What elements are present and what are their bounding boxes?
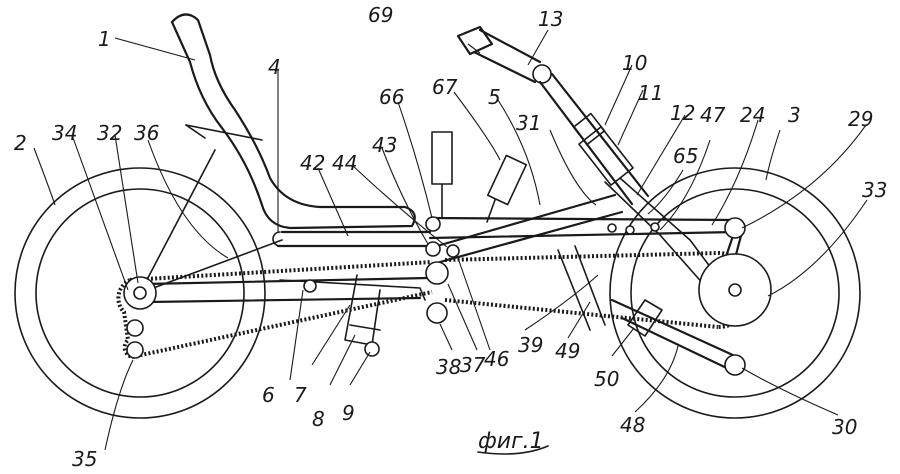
label-33: 33 [862, 178, 887, 202]
label-39: 39 [518, 333, 543, 357]
label-3: 3 [788, 103, 801, 127]
label-37: 37 [460, 353, 486, 377]
label-38: 38 [436, 355, 461, 379]
label-11: 11 [638, 81, 663, 105]
label-10: 10 [622, 51, 647, 75]
label-49: 49 [555, 339, 580, 363]
label-24: 24 [740, 103, 765, 127]
accessory-66 [431, 131, 453, 219]
label-34: 34 [52, 121, 77, 145]
label-2: 2 [14, 131, 27, 155]
label-50: 50 [594, 367, 619, 391]
label-13: 13 [538, 7, 563, 31]
label-30: 30 [832, 415, 857, 439]
label-43: 43 [372, 133, 397, 157]
handlebar [456, 25, 650, 206]
center-gears [303, 216, 660, 357]
label-9: 9 [342, 401, 355, 425]
label-42: 42 [300, 151, 325, 175]
label-5: 5 [488, 85, 501, 109]
label-69: 69 [368, 3, 393, 27]
front-wheel [609, 167, 861, 419]
sprocket-front [698, 217, 772, 376]
label-12: 12 [670, 101, 695, 125]
label-66: 66 [379, 85, 404, 109]
label-36: 36 [134, 121, 159, 145]
label-48: 48 [620, 413, 645, 437]
reference-numerals: 1 2 34 32 36 4 42 44 43 66 67 69 13 5 31… [14, 3, 887, 471]
seat [170, 13, 416, 230]
leader-lines [33, 29, 868, 451]
chain [116, 251, 757, 359]
idler-35 [126, 319, 144, 359]
rear-wheel [14, 167, 266, 419]
label-6: 6 [262, 383, 275, 407]
label-46: 46 [484, 347, 509, 371]
label-47: 47 [700, 103, 726, 127]
label-35: 35 [72, 447, 97, 471]
label-8: 8 [312, 407, 325, 431]
label-67: 67 [432, 75, 458, 99]
accessory-67 [486, 154, 528, 223]
label-44: 44 [332, 151, 357, 175]
sprocket-rear [123, 276, 157, 310]
label-7: 7 [294, 383, 307, 407]
label-32: 32 [97, 121, 122, 145]
label-1: 1 [98, 27, 111, 51]
label-29: 29 [848, 107, 873, 131]
figure-caption: фиг.1 [478, 429, 544, 454]
label-31: 31 [516, 111, 541, 135]
label-65: 65 [673, 144, 698, 168]
label-4: 4 [268, 55, 281, 79]
